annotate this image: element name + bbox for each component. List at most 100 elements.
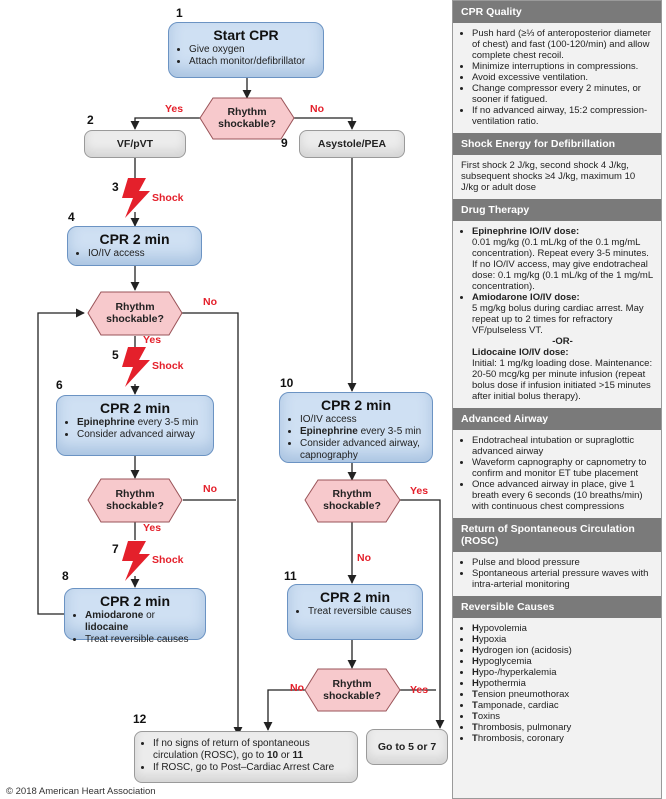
box1-item-2: Attach monitor/defibrillator <box>189 56 315 68</box>
vf-pvt-box: VF/pVT <box>84 130 186 158</box>
advanced-airway-item: Once advanced airway in place, give 1 br… <box>472 479 653 512</box>
yes-label-3: Yes <box>143 522 162 534</box>
reversible-cause-item: Thrombosis, pulmonary <box>472 722 653 733</box>
start-cpr-title: Start CPR <box>213 27 279 43</box>
cpr-box-4-title: CPR 2 min <box>99 231 170 247</box>
step-number-9: 9 <box>281 136 288 150</box>
rosc-item: Pulse and blood pressure <box>472 557 653 568</box>
box6-item-2: Consider advanced airway <box>77 429 205 441</box>
cpr-box-8-title: CPR 2 min <box>99 593 170 609</box>
shock-label-3: Shock <box>152 192 184 204</box>
box10-item-2: Epinephrine every 3-5 min <box>300 426 424 438</box>
reversible-causes-body: HypovolemiaHypoxiaHydrogen ion (acidosis… <box>453 618 661 750</box>
box10-item-3: Consider advanced airway, capnography <box>300 438 424 462</box>
step-number-1: 1 <box>176 6 183 20</box>
cpr-box-11-title: CPR 2 min <box>319 589 390 605</box>
step-number-2: 2 <box>87 113 94 127</box>
box12-item-2: If ROSC, go to Post–Cardiac Arrest Care <box>153 762 351 774</box>
decision-diamond-3 <box>87 478 183 523</box>
no-label-2: No <box>203 296 217 308</box>
reversible-cause-item: Toxins <box>472 711 653 722</box>
no-label-3: No <box>203 483 217 495</box>
cpr-quality-item: Minimize interruptions in compressions. <box>472 61 653 72</box>
cpr-box-6: CPR 2 min Epinephrine every 3-5 min Cons… <box>56 395 214 456</box>
decision-diamond-4 <box>304 479 401 523</box>
advanced-airway-item: Waveform capnography or capnometry to co… <box>472 457 653 479</box>
shock-energy-header: Shock Energy for Defibrillation <box>453 133 661 155</box>
flowchart-connectors <box>37 78 445 736</box>
advanced-airway-header: Advanced Airway <box>453 408 661 430</box>
reversible-cause-item: Hypoxia <box>472 634 653 645</box>
step-number-10: 10 <box>280 376 294 390</box>
reversible-cause-item: Hypo-/hyperkalemia <box>472 667 653 678</box>
step-number-3: 3 <box>112 180 119 194</box>
cpr-quality-item: Push hard (≥⅓ of anteroposterior diamete… <box>472 28 653 61</box>
lightning-bolt-icon-3 <box>122 178 150 218</box>
step-number-5: 5 <box>112 348 119 362</box>
reversible-causes-header: Reversible Causes <box>453 596 661 618</box>
yes-label-5: Yes <box>410 684 429 696</box>
cpr-box-11: CPR 2 min Treat reversible causes <box>287 584 423 640</box>
cpr-box-8: CPR 2 min Amiodarone or lidocaine Treat … <box>64 588 206 645</box>
yes-label-2: Yes <box>143 334 162 346</box>
box8-item-1: Amiodarone or lidocaine <box>85 610 197 634</box>
cpr-box-10-title: CPR 2 min <box>320 397 391 413</box>
rosc-header: Return of Spontaneous Circulation (ROSC) <box>453 518 661 552</box>
no-label-5: No <box>290 682 304 694</box>
no-label-1: No <box>310 103 324 115</box>
cpr-quality-body: Push hard (≥⅓ of anteroposterior diamete… <box>453 23 661 133</box>
reversible-cause-item: Thrombosis, coronary <box>472 733 653 744</box>
decision-diamond-2 <box>87 291 183 336</box>
cpr-quality-item: If no advanced airway, 15:2 compression-… <box>472 105 653 127</box>
go-to-5-or-7-box: Go to 5 or 7 <box>366 729 448 765</box>
step-number-6: 6 <box>56 378 63 392</box>
cpr-box-4: CPR 2 min IO/IV access <box>67 226 202 266</box>
drug-therapy-body: Epinephrine IO/IV dose:0.01 mg/kg (0.1 m… <box>453 221 661 408</box>
reference-sidebar: CPR Quality Push hard (≥⅓ of anteroposte… <box>452 0 662 799</box>
box10-item-1: IO/IV access <box>300 414 424 426</box>
cpr-quality-header: CPR Quality <box>453 1 661 23</box>
box8-item-2: Treat reversible causes <box>85 634 197 646</box>
step-number-11: 11 <box>284 569 297 583</box>
box1-item-1: Give oxygen <box>189 44 315 56</box>
step-number-7: 7 <box>112 542 119 556</box>
step-number-4: 4 <box>68 210 75 224</box>
rosc-outcome-box: If no signs of return of spontaneous cir… <box>134 731 358 783</box>
cpr-box-10: CPR 2 min IO/IV access Epinephrine every… <box>279 392 433 463</box>
reversible-cause-item: Hypovolemia <box>472 623 653 634</box>
step-number-12: 12 <box>133 712 147 726</box>
shock-label-7: Shock <box>152 554 184 566</box>
box12-item-1: If no signs of return of spontaneous cir… <box>153 738 351 762</box>
advanced-airway-item: Endotracheal intubation or supraglottic … <box>472 435 653 457</box>
start-cpr-box: Start CPR Give oxygen Attach monitor/def… <box>168 22 324 78</box>
cpr-box-6-title: CPR 2 min <box>99 400 170 416</box>
reversible-cause-item: Hydrogen ion (acidosis) <box>472 645 653 656</box>
no-label-4: No <box>357 552 371 564</box>
box11-item-1: Treat reversible causes <box>308 606 414 618</box>
epinephrine-dose: Epinephrine IO/IV dose:0.01 mg/kg (0.1 m… <box>472 226 653 292</box>
decision-diamond-1 <box>199 97 295 140</box>
shock-energy-text: First shock 2 J/kg, second shock 4 J/kg,… <box>461 160 636 193</box>
copyright-text: © 2018 American Heart Association <box>6 786 156 797</box>
amiodarone-dose: Amiodarone IO/IV dose:5 mg/kg bolus duri… <box>472 292 653 402</box>
yes-label-1: Yes <box>165 103 184 115</box>
asystole-pea-box: Asystole/PEA <box>299 130 405 158</box>
or-separator: -OR- <box>552 336 573 347</box>
lightning-bolt-icon-7 <box>122 541 150 581</box>
reversible-cause-item: Hypothermia <box>472 678 653 689</box>
reversible-cause-item: Tension pneumothorax <box>472 689 653 700</box>
cpr-quality-item: Change compressor every 2 minutes, or so… <box>472 83 653 105</box>
lightning-bolt-icon-5 <box>122 347 150 387</box>
drug-therapy-header: Drug Therapy <box>453 199 661 221</box>
advanced-airway-body: Endotracheal intubation or supraglottic … <box>453 430 661 518</box>
rosc-item: Spontaneous arterial pressure waves with… <box>472 568 653 590</box>
cpr-quality-item: Avoid excessive ventilation. <box>472 72 653 83</box>
yes-label-4: Yes <box>410 485 429 497</box>
reversible-cause-item: Hypoglycemia <box>472 656 653 667</box>
rosc-body: Pulse and blood pressure Spontaneous art… <box>453 552 661 596</box>
